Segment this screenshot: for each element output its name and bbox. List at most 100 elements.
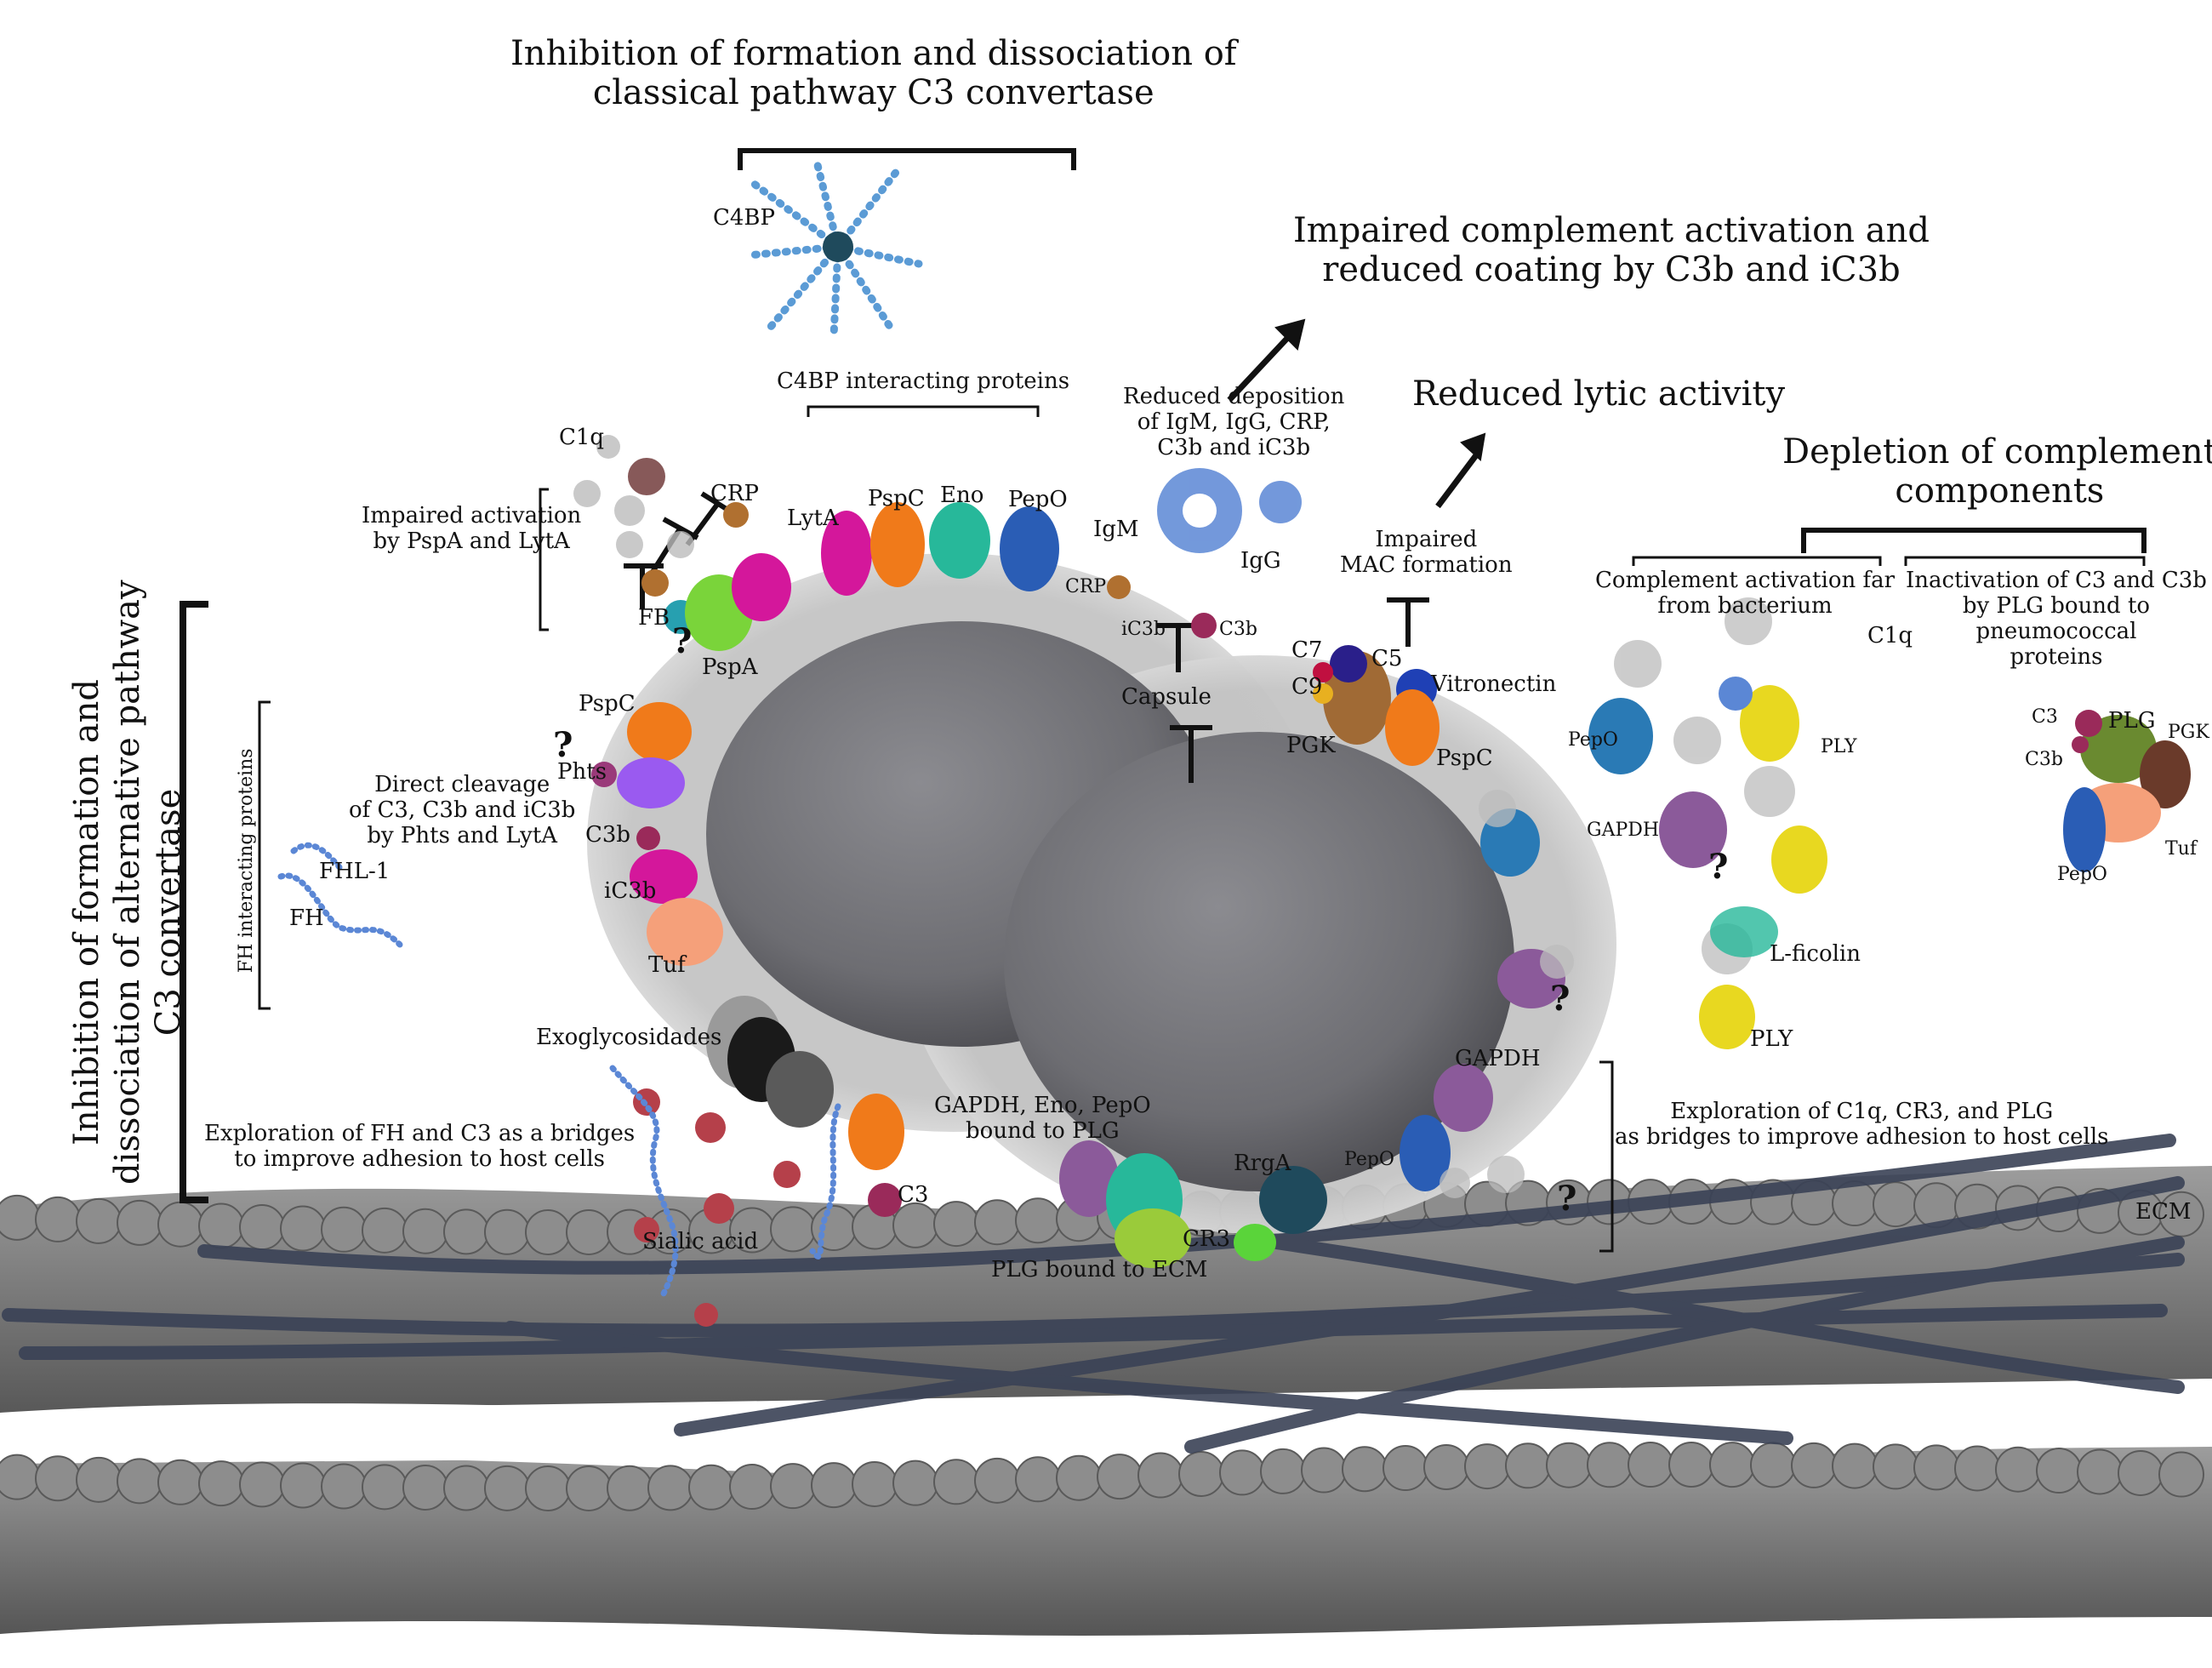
label-pspc-left: PspC — [579, 691, 636, 717]
label-c4bp-interacting: C4BP interacting proteins — [777, 368, 1070, 394]
lipid-head — [1873, 1181, 1918, 1228]
label-pgk-plg: PGK — [2168, 722, 2209, 743]
impaired-mac-line2: MAC formation — [1340, 551, 1513, 578]
heading-impaired-line1: Impaired complement activation and — [1293, 211, 1930, 250]
lipid-head — [35, 1455, 81, 1502]
label-rrga: RrgA — [1234, 1151, 1291, 1176]
label-crp-small: CRP — [1065, 576, 1107, 597]
label-ply-top: PLY — [1821, 736, 1857, 757]
lipid-head — [974, 1199, 1020, 1246]
lipid-head — [280, 1205, 326, 1252]
impaired-mac-line1: Impaired — [1375, 527, 1478, 552]
label-lyta: LytA — [787, 506, 839, 531]
lipid-head — [280, 1462, 326, 1509]
label-crp: CRP — [710, 481, 759, 506]
impaired-pspa-line2: by PspA and LytA — [373, 528, 570, 554]
exploration-c1q-line2: as bridges to improve adhesion to host c… — [1615, 1123, 2109, 1150]
heading-depletion: Depletion of complement components — [1782, 432, 2212, 511]
label-ply-bottom: PLY — [1750, 1026, 1793, 1052]
lipid-head — [607, 1465, 653, 1511]
lipid-head — [157, 1201, 203, 1248]
lipid-head — [35, 1196, 81, 1242]
lipid-head — [1505, 1442, 1551, 1489]
lipid-head — [443, 1208, 489, 1255]
heading-depletion-line1: Depletion of complement — [1782, 432, 2212, 471]
label-capsule: Capsule — [1121, 684, 1211, 710]
reduced-deposition-line2: of IgM, IgG, CRP, — [1137, 408, 1331, 435]
reduced-deposition-line3: C3b and iC3b — [1157, 434, 1311, 460]
label-tuf-left: Tuf — [648, 952, 686, 978]
gapdh-eno-pepo-line1: GAPDH, Eno, PepO — [934, 1093, 1151, 1118]
lipid-head — [1587, 1442, 1633, 1488]
label-c3-plg: C3 — [2032, 706, 2058, 728]
label-reduced-deposition: Reduced deposition of IgM, IgG, CRP, C3b… — [1123, 384, 1345, 461]
heading-alternative-line3: C3 convertase — [149, 788, 188, 1037]
lipid-head — [1056, 1454, 1102, 1501]
lipid-head — [1628, 1442, 1673, 1488]
heading-alternative-line2: dissociation of alternative pathway — [108, 580, 147, 1185]
inactivation-line1: Inactivation of C3 and C3b — [1906, 568, 2207, 593]
lipid-head — [0, 1454, 40, 1500]
heading-impaired-activation: Impaired complement activation and reduc… — [1293, 211, 1930, 289]
heading-classical-pathway: Inhibition of formation and dissociation… — [510, 34, 1237, 112]
label-fh: FH — [289, 905, 324, 931]
question-mark-gapdh-right: ? — [1708, 847, 1729, 887]
lipid-head — [157, 1459, 203, 1505]
label-phts: Phts — [557, 759, 607, 785]
lipid-head — [892, 1202, 938, 1248]
label-eno: Eno — [940, 483, 984, 508]
lipid-head — [117, 1458, 162, 1505]
surface-proteins — [277, 435, 2191, 1327]
heading-depletion-line2: components — [1895, 471, 2105, 511]
label-inactivation: Inactivation of C3 and C3b by PLG bound … — [1906, 568, 2207, 671]
lipid-head — [362, 1464, 408, 1511]
question-mark-right-mid: ? — [1550, 979, 1571, 1019]
label-igm: IgM — [1093, 517, 1139, 542]
direct-cleavage-line1: Direct cleavage — [374, 772, 550, 797]
label-c7: C7 — [1291, 637, 1323, 663]
lipid-head — [1750, 1442, 1796, 1488]
lipid-head — [525, 1465, 571, 1511]
lipid-head — [852, 1460, 898, 1507]
complement-far-line2: from bacterium — [1657, 592, 1833, 619]
lipid-head — [770, 1206, 816, 1253]
lipid-head — [1178, 1450, 1224, 1497]
lipid-head — [402, 1208, 448, 1254]
label-c3b-capsule: C3b — [1219, 619, 1257, 640]
lipid-head — [117, 1199, 162, 1246]
label-fb: FB — [638, 605, 670, 631]
label-tuf-plg: Tuf — [2165, 838, 2197, 860]
label-ic3b-capsule: iC3b — [1121, 619, 1166, 640]
lipid-head — [239, 1461, 285, 1508]
lipid-head — [76, 1197, 122, 1244]
lipid-head — [402, 1464, 448, 1511]
label-exploration-fh: Exploration of FH and C3 as a bridges to… — [204, 1121, 635, 1173]
lipid-head — [1873, 1443, 1918, 1490]
impaired-pspa-line1: Impaired activation — [362, 503, 582, 528]
lipid-head — [484, 1465, 530, 1511]
lipid-head — [2118, 1449, 2164, 1496]
inactivation-line2: by PLG bound to — [1962, 592, 2151, 619]
label-c9: C9 — [1291, 674, 1323, 700]
label-fh-interacting: FH interacting proteins — [235, 748, 257, 974]
label-pspc-top: PspC — [868, 486, 925, 511]
label-c3b-left: C3b — [585, 822, 631, 848]
label-cr3: CR3 — [1183, 1226, 1231, 1252]
lipid-head — [892, 1460, 938, 1506]
lipid-head — [770, 1463, 816, 1510]
lipid-head — [2077, 1448, 2123, 1495]
label-sialic-acid: Sialic acid — [642, 1229, 759, 1254]
lipid-head — [1342, 1446, 1388, 1493]
lipid-head — [1668, 1442, 1714, 1488]
label-direct-cleavage: Direct cleavage of C3, C3b and iC3b by P… — [349, 772, 575, 849]
lipid-head — [1832, 1442, 1878, 1489]
label-c3b-plg: C3b — [2025, 749, 2063, 770]
lipid-head — [198, 1460, 244, 1507]
reduced-deposition-line1: Reduced deposition — [1123, 384, 1345, 409]
heading-reduced-lytic: Reduced lytic activity — [1412, 374, 1786, 414]
heading-classical-line1: Inhibition of formation and dissociation… — [510, 34, 1237, 73]
label-pepo-bottom: PepO — [1344, 1149, 1394, 1170]
lipid-head — [1791, 1442, 1837, 1488]
